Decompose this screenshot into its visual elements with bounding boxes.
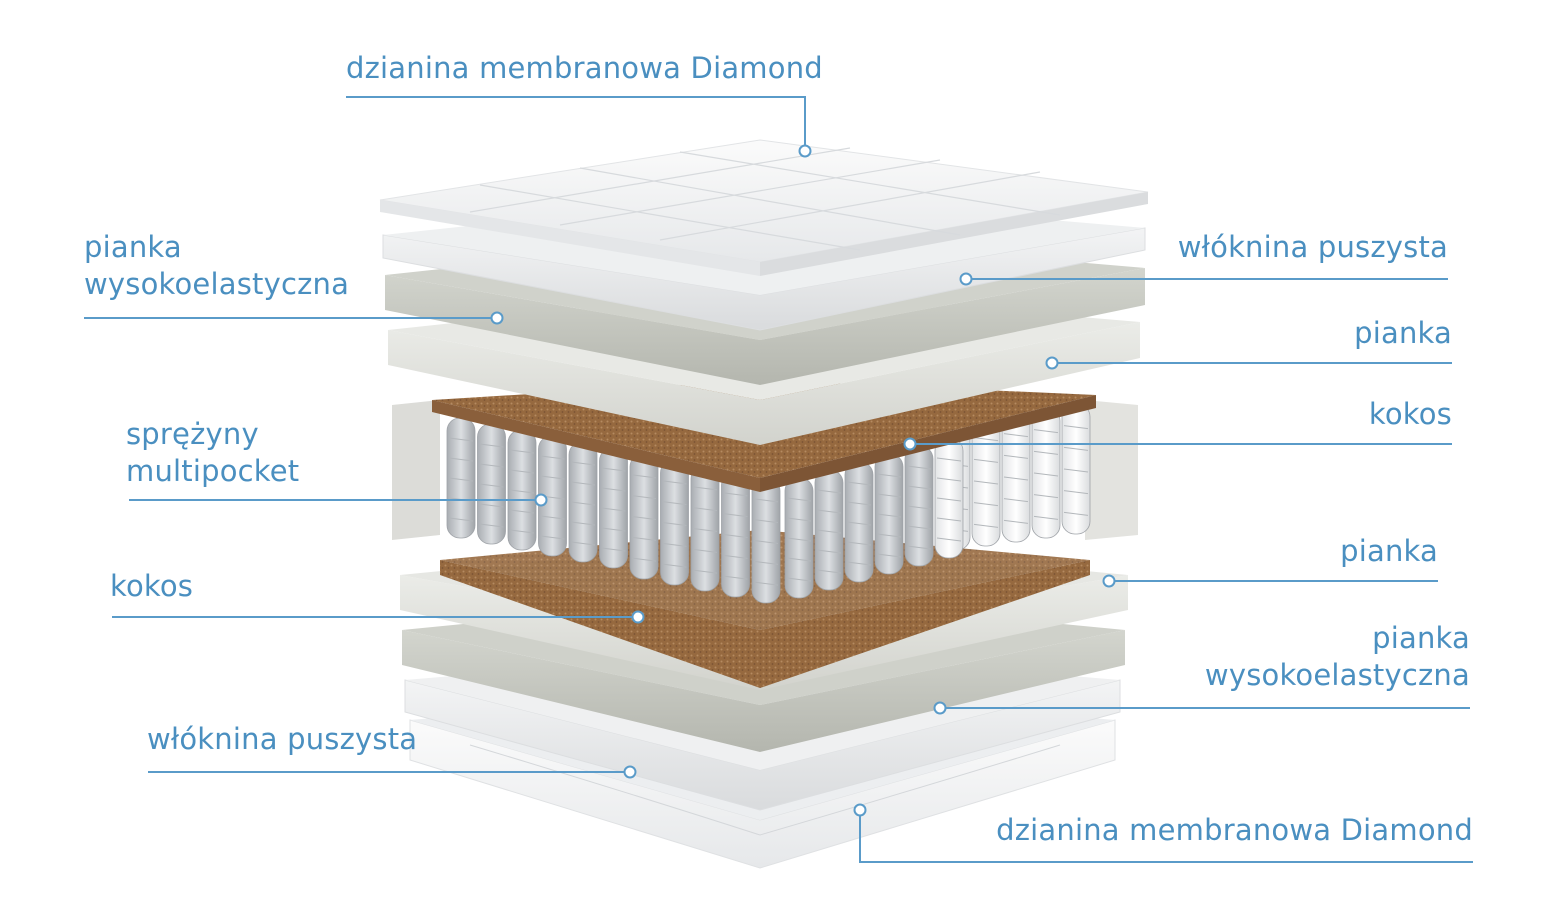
- spring-pocket: [507, 429, 537, 551]
- spring-pocket: [446, 417, 476, 539]
- leader-dot: [534, 493, 548, 507]
- spring-pocket: [721, 471, 750, 598]
- leader-dot: [1045, 356, 1059, 370]
- spring-pocket: [690, 465, 720, 592]
- label-bottom-coconut: kokos: [110, 569, 194, 603]
- spring-pocket: [660, 459, 689, 586]
- label-top-knit: dzianina membranowa Diamond: [346, 51, 823, 85]
- spring-pocket: [844, 461, 874, 583]
- label-top-he-foam-line1: pianka: [84, 230, 182, 264]
- leader-dot: [933, 701, 947, 715]
- label-bottom-foam: pianka: [1340, 534, 1438, 568]
- label-top-coconut: kokos: [1368, 397, 1452, 431]
- spring-pocket: [1031, 407, 1061, 539]
- leader-dot: [798, 144, 812, 158]
- layer-top-knit: [379, 139, 1149, 276]
- spring-pocket: [904, 445, 934, 567]
- spring-pocket: [599, 447, 628, 569]
- leader-dot: [853, 803, 867, 817]
- spring-pocket: [971, 415, 1001, 547]
- label-top-foam: pianka: [1354, 316, 1452, 350]
- spring-pocket: [1001, 411, 1031, 543]
- spring-pocket: [814, 469, 844, 591]
- leader-top-knit: [346, 96, 806, 150]
- label-bottom-fiber: włóknina puszysta: [147, 722, 418, 756]
- leader-dot: [903, 437, 917, 451]
- leader-lines: [84, 96, 1473, 863]
- spring-pocket: [874, 453, 904, 575]
- leader-dot: [490, 311, 504, 325]
- spring-pocket: [751, 477, 781, 604]
- label-bottom-he-foam-line1: pianka: [1372, 621, 1470, 655]
- label-bottom-knit: dzianina membranowa Diamond: [996, 813, 1473, 847]
- spring-pocket: [477, 423, 506, 545]
- label-top-he-foam-line2: wysokoelastyczna: [84, 267, 350, 301]
- label-bottom-he-foam-line2: wysokoelastyczna: [1204, 658, 1470, 692]
- layer-springs-frame: [392, 400, 1138, 540]
- spring-pocket: [568, 441, 598, 563]
- leader-dot: [631, 610, 645, 624]
- label-springs-line1: sprężyny: [126, 417, 259, 451]
- leader-dot: [959, 272, 973, 286]
- label-springs-line2: multipocket: [126, 454, 300, 488]
- leader-dot: [623, 765, 637, 779]
- label-top-fiber: włóknina puszysta: [1177, 230, 1448, 264]
- leader-bottom-knit: [859, 810, 1473, 863]
- leader-dot: [1102, 574, 1116, 588]
- spring-pocket: [1061, 403, 1091, 535]
- spring-pocket: [784, 477, 814, 599]
- spring-pocket: [934, 437, 964, 559]
- leader-dots: [490, 144, 1116, 817]
- spring-pocket: [629, 453, 659, 580]
